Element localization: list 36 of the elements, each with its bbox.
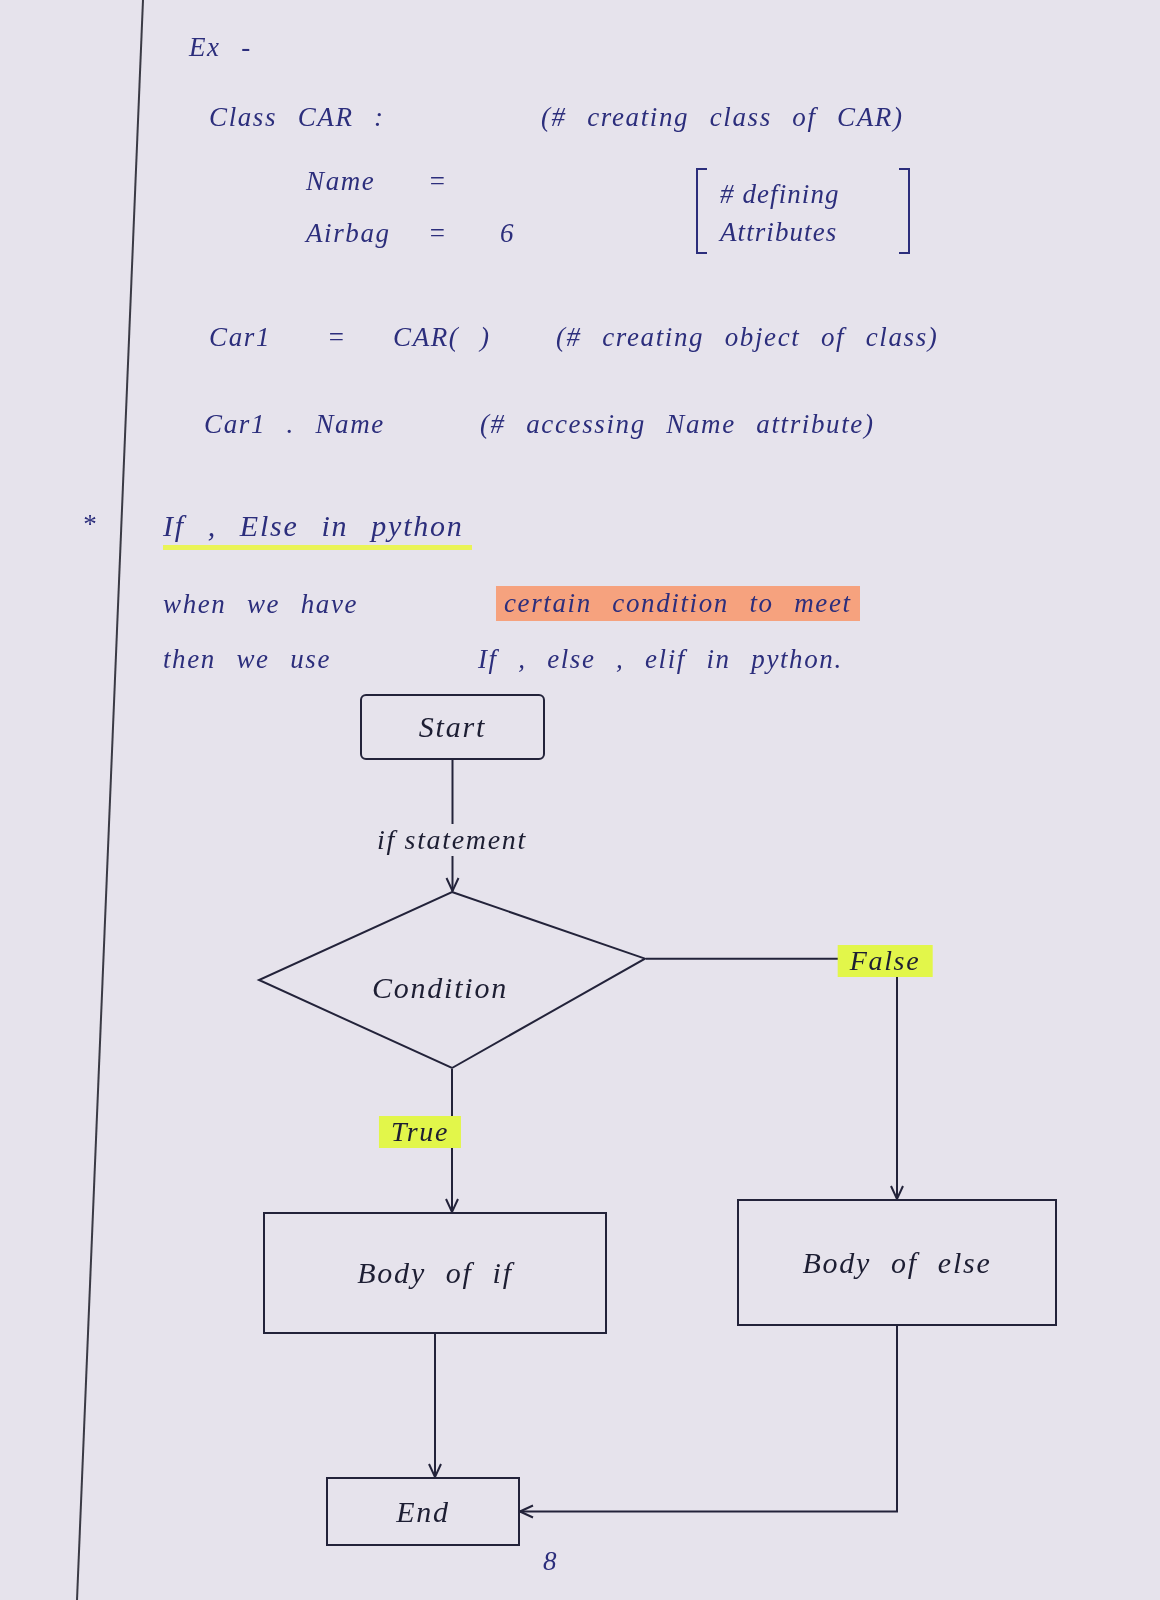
code-text: =: [428, 168, 448, 195]
code-text: Airbag: [306, 220, 391, 247]
highlighted-text: certain condition to meet: [496, 586, 860, 621]
node-label: Condition: [371, 973, 509, 1003]
code-text: Name: [306, 168, 376, 195]
edge-label: True: [378, 1116, 462, 1148]
code-text: Class CAR :: [209, 104, 385, 131]
node-label: Body of if: [357, 1258, 513, 1288]
edge-label: False: [837, 945, 933, 977]
handwritten-text: when we have: [163, 591, 359, 618]
process-box: [263, 1212, 607, 1334]
code-text: Car1 . Name: [204, 411, 385, 438]
page-number: 8: [543, 1548, 559, 1575]
node-label: Start: [418, 712, 487, 742]
handwritten-text: If , else , elif in python.: [478, 646, 843, 673]
handwritten-text: then we use: [163, 646, 332, 673]
handwritten-text: Ex -: [189, 34, 252, 61]
comment-text: (# creating class of CAR): [541, 104, 904, 131]
code-text: =: [327, 324, 347, 351]
arrow: [519, 1325, 898, 1519]
code-text: =: [428, 220, 448, 247]
arrow: [428, 1333, 442, 1478]
section-heading: If , Else in python: [163, 511, 472, 550]
code-text: Car1: [209, 324, 271, 351]
comment-text: (# accessing Name attribute): [480, 411, 875, 438]
decision-diamond: [258, 891, 646, 1069]
code-text: 6: [500, 220, 516, 247]
node-label: Body of else: [802, 1247, 992, 1278]
node-label: End: [396, 1496, 450, 1527]
bullet-asterisk: *: [82, 511, 98, 538]
process-box: [326, 1477, 520, 1546]
code-text: CAR( ): [393, 324, 491, 351]
process-box: [737, 1199, 1057, 1326]
comment-text: (# creating object of class): [556, 324, 939, 351]
process-box: [360, 694, 545, 760]
comment-text: # defining Attributes: [717, 178, 841, 249]
